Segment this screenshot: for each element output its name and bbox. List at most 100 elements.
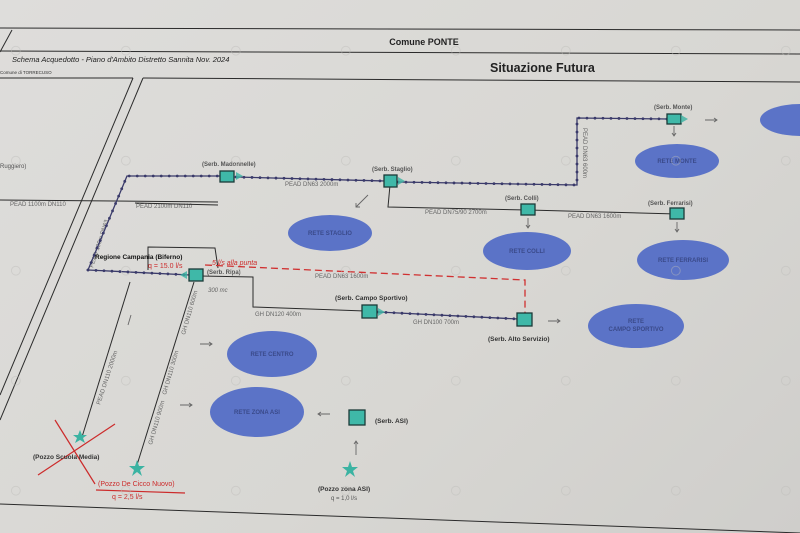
pipe-dot bbox=[575, 138, 579, 142]
network-campo-sportivo[interactable]: RETE CAMPO SPORTIVO bbox=[588, 304, 684, 348]
pipe-dot bbox=[575, 154, 579, 158]
pipe-dot bbox=[420, 181, 424, 184]
pipe-dot bbox=[150, 271, 154, 275]
pipe-dot bbox=[617, 117, 621, 120]
svg-text:q = 2,5 l/s: q = 2,5 l/s bbox=[112, 494, 143, 501]
network-colli[interactable]: RETE COLLI bbox=[483, 232, 571, 270]
network-monte[interactable]: RETE MONTE bbox=[635, 144, 719, 178]
pipe-dot bbox=[378, 179, 382, 183]
svg-text:RETE CENTRO: RETE CENTRO bbox=[250, 352, 293, 358]
watermark-mark: ○ bbox=[332, 146, 358, 174]
pipe-dot bbox=[472, 315, 476, 319]
pipe-dot bbox=[625, 117, 629, 120]
pipe-dot bbox=[207, 174, 211, 178]
watermark-mark: ○ bbox=[552, 36, 578, 64]
pipe-dot bbox=[142, 271, 146, 275]
pipe-dot bbox=[575, 130, 579, 134]
pipe-dot bbox=[362, 179, 366, 182]
svg-text:(Serb. Campo Sportivo): (Serb. Campo Sportivo) bbox=[335, 295, 408, 302]
pipe-dot bbox=[428, 181, 432, 184]
pipe-label-pead-2100: PEAD 2100m DN110 bbox=[136, 204, 193, 210]
pipe-dot bbox=[585, 116, 589, 120]
pipe-label: PEAD DN75/90 2700m bbox=[425, 210, 487, 216]
watermark-mark: ○ bbox=[442, 146, 468, 174]
pipe-label: PEAD DN63 600m bbox=[581, 128, 587, 178]
pipe-dot bbox=[290, 177, 294, 180]
pipe-dot bbox=[500, 182, 504, 186]
watermark-mark: ○ bbox=[662, 36, 688, 64]
pipe-dot bbox=[400, 311, 404, 315]
flow-arrows bbox=[127, 117, 718, 455]
pipe-dot bbox=[575, 122, 579, 126]
pipe-dot bbox=[392, 311, 396, 315]
reservoir-monte[interactable]: (Serb. Monte) bbox=[654, 105, 692, 125]
svg-text:(Pozzo Scuola Media): (Pozzo Scuola Media) bbox=[33, 454, 99, 461]
pipe-dot bbox=[274, 176, 278, 180]
pipe-dot bbox=[556, 183, 560, 187]
watermark-mark: ○ bbox=[442, 476, 468, 504]
watermark-mark: ○ bbox=[772, 146, 798, 174]
network-staglio[interactable]: RETE STAGLIO bbox=[288, 215, 372, 251]
pipe-dot bbox=[452, 181, 456, 185]
watermark-mark: ○ bbox=[2, 366, 28, 394]
pipe-dot bbox=[114, 202, 117, 205]
watermark-mark: ○ bbox=[112, 146, 138, 174]
ruggiero-label: Ruggiero) bbox=[0, 164, 26, 170]
existing-pipes bbox=[81, 184, 678, 466]
pipe-dot bbox=[633, 117, 637, 121]
svg-text:(Serb. ASI): (Serb. ASI) bbox=[375, 418, 408, 425]
pipe-dot bbox=[488, 316, 492, 319]
pipe-dot bbox=[504, 316, 508, 320]
pipe-dot bbox=[484, 182, 488, 185]
svg-text:(Serb. Madonnelle): (Serb. Madonnelle) bbox=[202, 162, 256, 168]
pipe-dot bbox=[424, 312, 428, 316]
network-centro[interactable]: RETE CENTRO bbox=[227, 331, 317, 377]
watermark-mark: ○ bbox=[112, 366, 138, 394]
network-ferrarisi[interactable]: RETE FERRARISI bbox=[637, 240, 729, 280]
pipe-dot bbox=[110, 269, 114, 273]
reservoir-madonnelle[interactable]: (Serb. Madonnelle) bbox=[202, 162, 256, 183]
pipe-dot bbox=[95, 246, 99, 250]
svg-text:RETE STAGLIO: RETE STAGLIO bbox=[308, 231, 352, 237]
reservoir-campo-sportivo[interactable]: (Serb. Campo Sportivo) bbox=[335, 295, 408, 319]
svg-text:(Pozzo zona ASI): (Pozzo zona ASI) bbox=[318, 486, 370, 493]
neighbor-label: Comune di TORRECUSO bbox=[0, 70, 52, 75]
pipe-dot bbox=[448, 314, 452, 317]
network-zona-asi[interactable]: RETE ZONA ASI bbox=[210, 387, 304, 437]
watermark-mark: ○ bbox=[222, 146, 248, 174]
pipe-dot bbox=[408, 312, 412, 315]
watermark-mark: ○ bbox=[552, 366, 578, 394]
pipe-dot bbox=[108, 216, 111, 220]
reservoir-asi[interactable]: (Serb. ASI) bbox=[348, 409, 408, 426]
reservoir-ripa[interactable]: (Serb. Ripa) bbox=[188, 268, 241, 282]
well-scuola-media[interactable]: (Pozzo Scuola Media) bbox=[33, 419, 116, 485]
pipe-dot bbox=[250, 176, 254, 179]
reservoir-colli[interactable]: (Serb. Colli) bbox=[505, 196, 539, 216]
pipe-dot bbox=[440, 313, 444, 317]
pipe-dot bbox=[444, 181, 448, 185]
reservoir-ferrarisi[interactable]: (Serb. Ferrarisi) bbox=[648, 201, 693, 220]
pipe-dot bbox=[572, 183, 576, 187]
pipe-dot bbox=[548, 183, 552, 186]
pipe-dot bbox=[101, 231, 105, 235]
watermark-mark: ○ bbox=[552, 146, 578, 174]
pump-icons bbox=[180, 115, 688, 316]
pipe-dot bbox=[167, 174, 171, 178]
svg-text:RETE COLLI: RETE COLLI bbox=[509, 249, 545, 255]
new-pipe-dashed bbox=[204, 264, 526, 313]
pipe-dot bbox=[492, 182, 496, 186]
pipe-dot bbox=[468, 181, 472, 185]
pipe-dot bbox=[456, 314, 460, 318]
reservoir-staglio[interactable]: (Serb. Staglio) bbox=[372, 167, 413, 188]
reservoir-alto-servizio[interactable]: (Serb. Alto Servizio) bbox=[488, 312, 550, 343]
well-zona-asi[interactable]: (Pozzo zona ASI) q = 1,0 l/s bbox=[318, 461, 370, 502]
well-de-cicco-nuovo[interactable]: (Pozzo De Cicco Nuovo) q = 2,5 l/s bbox=[95, 460, 186, 501]
pipe-dot bbox=[166, 272, 170, 276]
pipe-dot bbox=[593, 116, 597, 120]
pipe-dot bbox=[412, 180, 416, 184]
pipe-dot bbox=[609, 116, 613, 120]
watermark-mark: ○ bbox=[772, 256, 798, 284]
pipe-dot bbox=[460, 181, 464, 185]
svg-text:RETE FERRARISI: RETE FERRARISI bbox=[658, 258, 708, 264]
